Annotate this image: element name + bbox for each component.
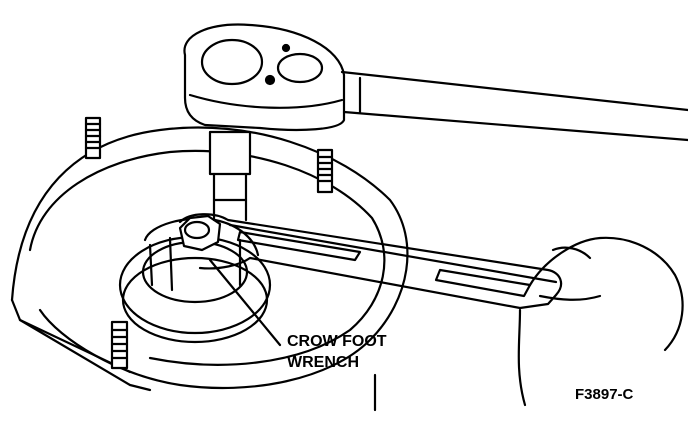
torque-wrench-head xyxy=(183,23,346,132)
crow-foot-wrench xyxy=(178,213,563,310)
callout-label-line2: WRENCH xyxy=(287,354,359,371)
torque-wrench-handle xyxy=(340,70,688,142)
callout-leader-line xyxy=(208,258,282,347)
figure-id-label: F3897-C xyxy=(575,386,634,403)
hand xyxy=(517,236,684,407)
callout-label-line1: CROW FOOT xyxy=(287,333,387,350)
mounting-stud-left xyxy=(84,116,102,160)
mounting-stud-bottom xyxy=(110,320,129,370)
socket-extension xyxy=(208,130,252,222)
locknut xyxy=(178,214,222,252)
mounting-stud-right xyxy=(316,148,334,194)
